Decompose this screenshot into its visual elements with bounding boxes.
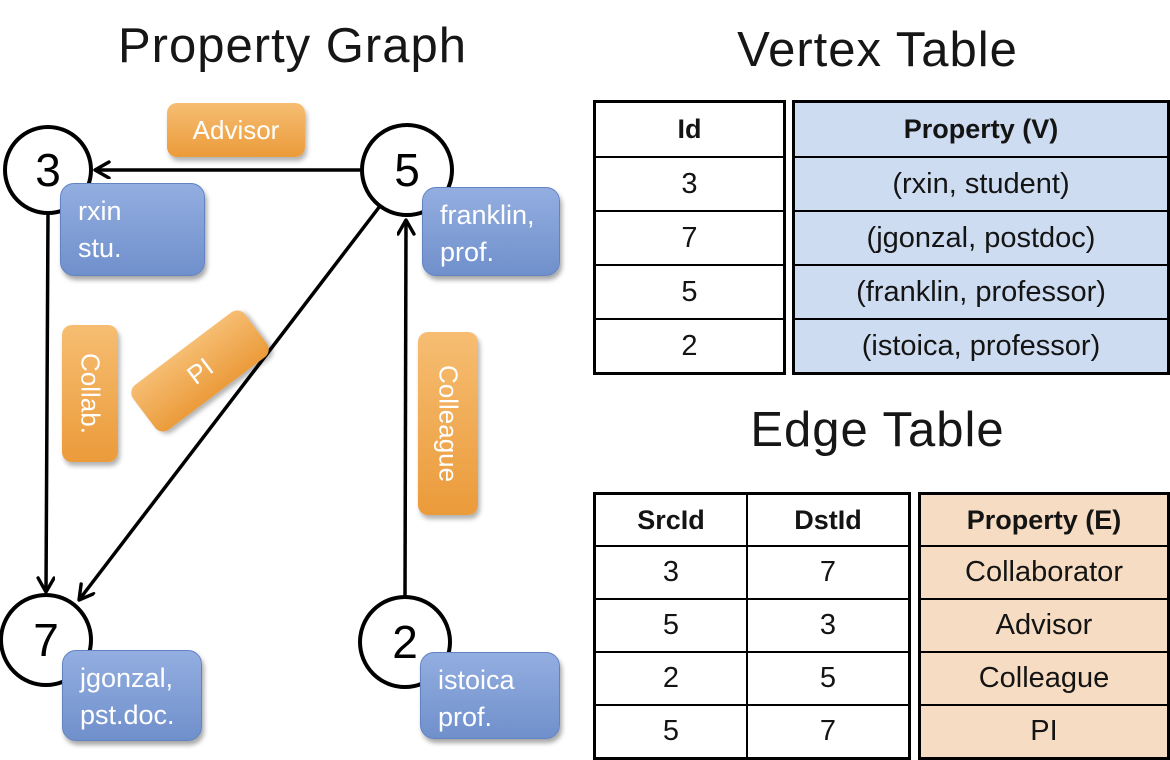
edge-label-advisor: Advisor xyxy=(167,103,305,157)
cell-dstid: 7 xyxy=(746,545,911,600)
vertex-table: Id 3 7 5 2 Property (V) (rxin, student) … xyxy=(593,100,1170,375)
graph-panel: Property Graph 3 5 7 2 Advisor Collab. P… xyxy=(0,19,560,741)
vertex-property-box-7: jgonzal, pst.doc. xyxy=(62,650,202,741)
cell-srcid: 3 xyxy=(593,545,748,600)
cell-dstid: 7 xyxy=(746,704,911,760)
cell-vertex-property: (istoica, professor) xyxy=(792,318,1170,375)
edge-table-property-column: Property (E) Collaborator Advisor Collea… xyxy=(918,492,1170,760)
cell-dstid: 5 xyxy=(746,651,911,706)
vertex-col-header-id: Id xyxy=(593,100,786,158)
node-id-2: 2 xyxy=(392,616,418,668)
cell-dstid: 3 xyxy=(746,598,911,653)
edge-col-header-dstid: DstId xyxy=(746,492,911,547)
edge-label-colleague: Colleague xyxy=(418,332,478,515)
edge-table-title: Edge Table xyxy=(750,403,1005,457)
edge-pi-5-to-7 xyxy=(79,204,382,600)
graph-title: Property Graph xyxy=(118,19,467,73)
tables-panel: Vertex Table Id 3 7 5 2 Property (V) (rx… xyxy=(585,0,1170,760)
edge-col-header-property: Property (E) xyxy=(918,492,1170,547)
cell-edge-property: Collaborator xyxy=(918,545,1170,600)
vertex-property-box-2: istoica prof. xyxy=(420,652,560,739)
cell-edge-property: Advisor xyxy=(918,598,1170,653)
cell-id: 2 xyxy=(593,318,786,375)
cell-vertex-property: (rxin, student) xyxy=(792,156,1170,212)
edge-label-collab: Collab. xyxy=(62,325,118,462)
cell-srcid: 5 xyxy=(593,704,748,760)
cell-edge-property: PI xyxy=(918,704,1170,760)
node-id-7: 7 xyxy=(33,614,59,666)
vertex-property-box-5: franklin, prof. xyxy=(422,187,560,276)
vertex-table-id-column: Id 3 7 5 2 xyxy=(593,100,786,375)
node-id-3: 3 xyxy=(35,144,61,196)
vertex-property-box-3: rxin stu. xyxy=(60,183,205,276)
cell-vertex-property: (jgonzal, postdoc) xyxy=(792,210,1170,266)
vertex-table-property-column: Property (V) (rxin, student) (jgonzal, p… xyxy=(792,100,1170,375)
cell-id: 3 xyxy=(593,156,786,212)
vertex-table-title: Vertex Table xyxy=(737,23,1018,77)
vertex-col-header-property: Property (V) xyxy=(792,100,1170,158)
cell-edge-property: Colleague xyxy=(918,651,1170,706)
cell-srcid: 2 xyxy=(593,651,748,706)
edge-colleague-2-to-5 xyxy=(405,220,406,598)
cell-id: 5 xyxy=(593,264,786,320)
node-id-5: 5 xyxy=(394,144,420,196)
cell-srcid: 5 xyxy=(593,598,748,653)
edge-table: SrcId DstId 3 7 5 3 2 5 5 7 xyxy=(593,492,1170,760)
edge-col-header-srcid: SrcId xyxy=(593,492,748,547)
edge-collaborator-3-to-7 xyxy=(46,212,48,592)
edge-table-id-columns: SrcId DstId 3 7 5 3 2 5 5 7 xyxy=(593,492,911,760)
cell-vertex-property: (franklin, professor) xyxy=(792,264,1170,320)
cell-id: 7 xyxy=(593,210,786,266)
